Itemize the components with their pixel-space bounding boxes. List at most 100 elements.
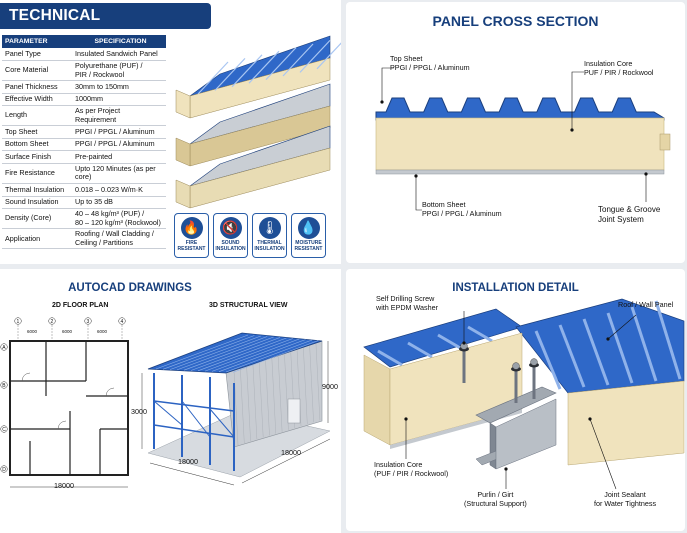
badge-label-line: INSULATION — [254, 245, 285, 252]
spec-value-line: Upto 120 Minutes (as per core) — [75, 163, 156, 182]
cross-section-illustration — [375, 67, 671, 211]
spec-value-line: Polyurethane (PUF) / — [75, 61, 143, 70]
spec-value-line: PPGI / PPGL / Aluminum — [75, 139, 155, 149]
grid-col-label: 4 — [121, 319, 124, 325]
bracing — [153, 400, 183, 426]
roof-rib — [155, 334, 249, 370]
right-panel-top-sheet — [515, 298, 685, 394]
spec-param: Surface Finish — [2, 150, 72, 164]
install-core-label: Insulation Core(PUF / PIR / Rockwool) — [374, 460, 449, 478]
spec-param: Effective Width — [2, 93, 72, 107]
badge-label-line: RESISTANT — [177, 245, 206, 252]
spec-param: Bottom Sheet — [2, 138, 72, 152]
dimension-line — [149, 462, 235, 486]
wall-rib — [284, 353, 289, 430]
span-dimension: 6000 — [97, 329, 108, 334]
top-sheet-profile — [375, 97, 665, 121]
spec-table-header: PARAMETER SPECIFICATION — [2, 35, 166, 48]
length3d-dimension: 18000 — [281, 448, 301, 457]
cross-section-title: PANEL CROSS SECTION — [432, 13, 599, 29]
roof-rib — [162, 335, 255, 370]
wall-rib — [271, 357, 277, 434]
outer-wall — [9, 340, 129, 476]
grid-col-label: 1 — [17, 319, 20, 325]
width3d-dimension: 18000 — [178, 457, 198, 466]
bracing — [209, 408, 235, 438]
roof-rib — [176, 336, 268, 371]
grid-bubble — [48, 317, 56, 325]
spec-value: Insulated Sandwich Panel — [72, 48, 166, 61]
leader-dot — [414, 174, 418, 178]
spec-param: Sound Insulation — [2, 196, 72, 210]
badge-label-line: SOUND — [221, 240, 240, 246]
span-dimension: 6000 — [62, 329, 73, 334]
grid-row-label: C — [2, 427, 6, 433]
leader-line — [607, 314, 637, 340]
panel-top-rib — [248, 50, 280, 84]
roof-rib — [558, 324, 586, 388]
right-core — [567, 380, 685, 466]
spec-header: SPECIFICATION — [72, 35, 166, 48]
spec-value: Pre-painted — [72, 150, 166, 164]
grid-row-label: B — [2, 383, 6, 389]
roof-rib — [190, 337, 281, 371]
spec-value-line: 0.018 – 0.023 W/m·K — [75, 184, 143, 194]
spec-value-line: Roofing / Wall Cladding / — [75, 229, 154, 239]
roof-rib — [407, 341, 433, 359]
thermometer-icon: 🌡 — [258, 217, 281, 239]
leader-dot — [404, 417, 408, 421]
spec-value: Polyurethane (PUF) /PIR / Rockwool — [72, 60, 166, 82]
technical-specifications-panel: TECHNICAL SPECIFICATIONS PARAMETER SPECI… — [0, 0, 341, 264]
grid-row-label: A — [2, 345, 6, 351]
installation-title: INSTALLATION DETAIL — [452, 282, 579, 294]
leader-line — [415, 176, 422, 211]
wall-rib — [258, 361, 264, 438]
spec-value: 1000mm — [72, 93, 166, 107]
leader-dot — [504, 467, 508, 471]
leader-line — [381, 67, 394, 102]
spec-param: Core Material — [2, 60, 72, 82]
dimension-line — [241, 438, 331, 484]
badge-label-line: FIRE — [185, 240, 198, 246]
wall-rib — [277, 355, 283, 432]
door-swing — [105, 387, 115, 397]
leader-dot — [644, 172, 648, 176]
wall-rib — [296, 348, 302, 427]
spec-value: Upto 120 Minutes (as per core) — [72, 163, 166, 185]
roof-rib — [225, 339, 313, 373]
speaker-mute-icon: 🔇 — [219, 217, 242, 239]
purlin-top-flange — [475, 386, 557, 424]
installation-illustration — [363, 298, 685, 490]
screw-shank — [462, 349, 466, 383]
roof-rib — [582, 318, 610, 386]
steel-beam — [153, 424, 235, 438]
panel-top-rib — [265, 47, 297, 81]
grid-col-label: 2 — [51, 319, 54, 325]
roof-rib — [534, 330, 562, 390]
panel-top-rib — [231, 54, 263, 88]
flame-icon: 🔥 — [180, 217, 203, 239]
roof-rib — [630, 306, 658, 382]
spec-value: 0.018 – 0.023 W/m·K — [72, 183, 166, 197]
purlin-side — [495, 398, 557, 470]
spec-value: PPGI / PPGL / Aluminum — [72, 125, 166, 139]
roof-rib — [169, 335, 261, 370]
door-swing — [57, 420, 67, 430]
autocad-drawings-panel: AUTOCAD DRAWINGS 2D FLOOR PLAN 3D STRUCT… — [0, 269, 341, 533]
panel-stack-illustration — [175, 35, 341, 209]
spec-param: Fire Resistance — [2, 163, 72, 185]
spec-value-line: 80 – 120 kg/m³ (Rockwool) — [75, 217, 161, 227]
badge-label-line: RESISTANT — [294, 245, 323, 252]
